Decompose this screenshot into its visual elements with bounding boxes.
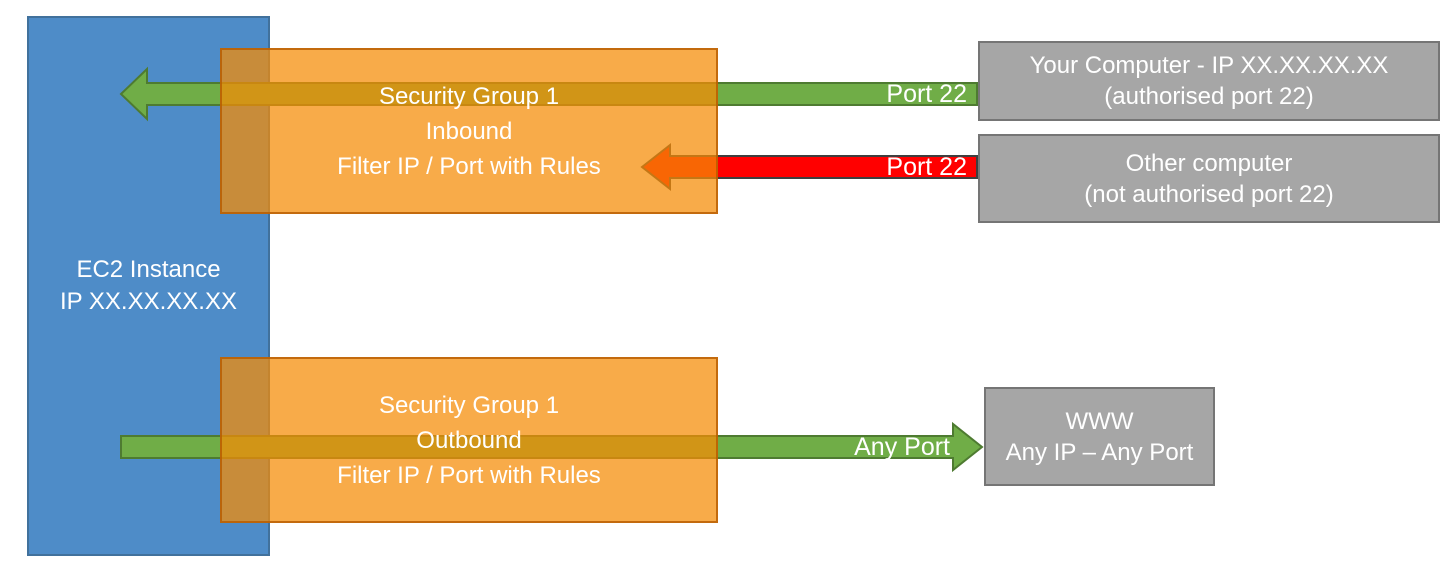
security-group-inbound-description: Filter IP / Port with Rules <box>337 152 601 180</box>
security-group-outbound-direction: Outbound <box>416 426 522 454</box>
www-title: WWW <box>1065 407 1134 435</box>
www-box: WWW Any IP – Any Port <box>984 387 1215 486</box>
inbound-blocked-port-label: Port 22 <box>886 153 967 181</box>
your-computer-box: Your Computer - IP XX.XX.XX.XX (authoris… <box>978 41 1440 121</box>
outbound-port-label: Any Port <box>854 433 950 461</box>
security-group-outbound-box: Security Group 1 Outbound Filter IP / Po… <box>220 357 718 523</box>
security-group-inbound-title: Security Group 1 <box>378 82 560 110</box>
ec2-instance-ip: IP XX.XX.XX.XX <box>60 288 237 315</box>
inbound-allowed-port-label: Port 22 <box>886 80 967 108</box>
security-group-inbound-box: Security Group 1 Inbound Filter IP / Por… <box>220 48 718 214</box>
your-computer-subtitle: (authorised port 22) <box>1104 83 1314 110</box>
ec2-instance-name: EC2 Instance <box>76 256 221 283</box>
www-subtitle: Any IP – Any Port <box>1005 438 1194 466</box>
security-group-inbound-direction: Inbound <box>425 117 513 145</box>
other-computer-title: Other computer <box>1125 149 1293 177</box>
security-group-outbound-description: Filter IP / Port with Rules <box>337 461 601 489</box>
other-computer-subtitle: (not authorised port 22) <box>1084 180 1334 208</box>
other-computer-box: Other computer (not authorised port 22) <box>978 134 1440 223</box>
your-computer-title: Your Computer - IP XX.XX.XX.XX <box>1029 52 1389 79</box>
security-group-outbound-title: Security Group 1 <box>378 391 560 419</box>
